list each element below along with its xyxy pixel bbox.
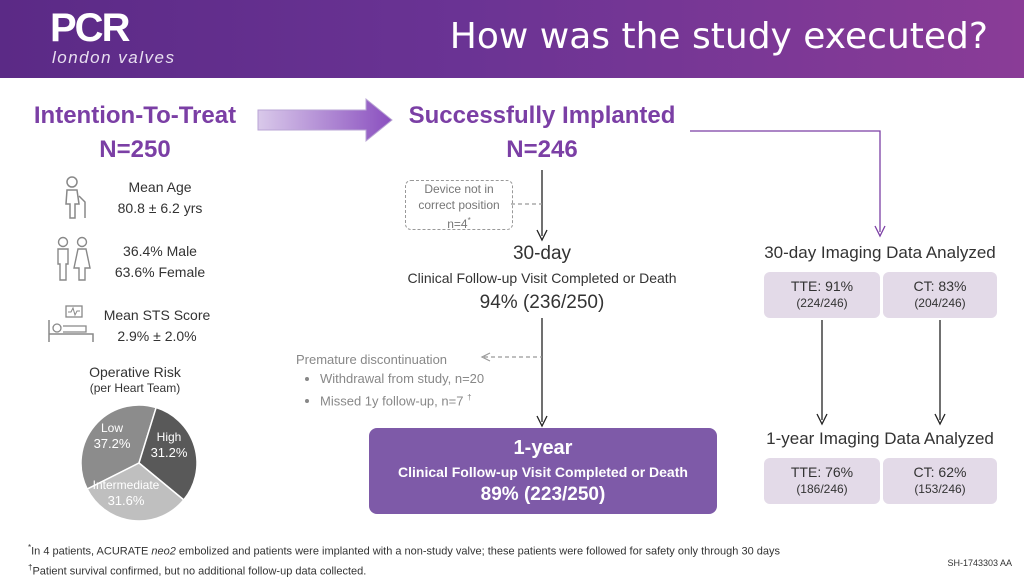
operative-risk-pie: [80, 404, 198, 522]
mean-age-label: Mean Age: [128, 179, 192, 195]
itt-to-implanted-arrow: [257, 97, 393, 143]
logo-subtitle: london valves: [52, 48, 176, 67]
imaging30-ct-pill: CT: 83%(204/246): [883, 272, 997, 318]
page-title: How was the study executed?: [449, 16, 988, 57]
imaging1y-tte-pill: TTE: 76%(186/246): [764, 458, 880, 504]
sts-label: Mean STS Score: [103, 307, 211, 323]
logo: PCR: [50, 6, 130, 50]
risk-title: Operative Risk: [89, 364, 181, 380]
elderly-person-icon: [65, 176, 86, 219]
day30-title: 30-day: [512, 243, 572, 264]
itt-n: N=250: [99, 136, 171, 163]
premature-title: Premature discontinuation: [296, 352, 448, 367]
imaging30-title: 30-day Imaging Data Analyzed: [764, 243, 996, 262]
sts-value: 2.9% ± 2.0%: [117, 328, 197, 344]
imaging30-tte-pill: TTE: 91%(224/246): [764, 272, 880, 318]
itt-heading: Intention-To-Treat: [33, 102, 237, 129]
pie-slice-low: [80, 404, 158, 491]
female-percent: 63.6% Female: [114, 264, 206, 280]
year1-value: 89% (223/250): [480, 484, 606, 505]
imaging1y-ct-pill: CT: 62%(153/246): [883, 458, 997, 504]
day30-value: 94% (236/250): [479, 292, 605, 313]
day30-subtitle: Clinical Follow-up Visit Completed or De…: [407, 270, 677, 286]
premature-item-missed: Missed 1y follow-up, n=7 †: [320, 388, 484, 410]
implanted-heading: Successfully Implanted: [408, 102, 676, 129]
imaging1y-title: 1-year Imaging Data Analyzed: [766, 429, 994, 448]
risk-subtitle: (per Heart Team): [89, 381, 181, 395]
pie-slice-intermediate: [86, 462, 185, 522]
year1-title: 1-year: [513, 437, 573, 459]
header-banner: PCR london valves How was the study exec…: [0, 0, 1024, 78]
male-female-icon: [57, 236, 91, 281]
male-percent: 36.4% Male: [123, 243, 197, 259]
footnotes: *In 4 patients, ACURATE neo2 embolized a…: [28, 540, 780, 579]
premature-item-withdrawal: Withdrawal from study, n=20: [320, 369, 484, 388]
one-year-box: 1-year Clinical Follow-up Visit Complete…: [369, 428, 717, 514]
hospital-bed-icon: [48, 305, 94, 342]
year1-subtitle: Clinical Follow-up Visit Completed or De…: [398, 464, 688, 480]
implanted-n: N=246: [506, 136, 578, 163]
device-not-in-position-box: [405, 180, 513, 230]
premature-discontinuation: Premature discontinuation Withdrawal fro…: [296, 350, 484, 410]
mean-age-value: 80.8 ± 6.2 yrs: [117, 200, 203, 216]
footnote-1: *In 4 patients, ACURATE neo2 embolized a…: [28, 543, 780, 558]
document-code: SH-1743303 AA: [947, 558, 1012, 568]
footnote-2: †Patient survival confirmed, but no addi…: [28, 562, 367, 578]
pie-slice-high: [138, 406, 198, 501]
